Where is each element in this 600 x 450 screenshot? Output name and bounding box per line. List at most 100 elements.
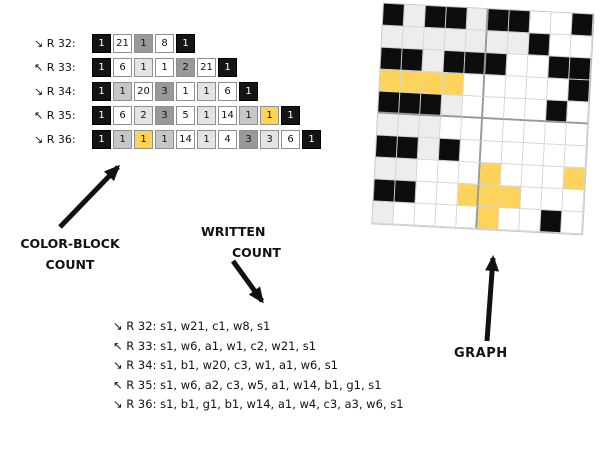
- graph-cell: [508, 10, 531, 34]
- graph-cell: [484, 75, 507, 99]
- graph-cell: [483, 97, 506, 121]
- graph-cell: [523, 121, 546, 145]
- graph-cell: [423, 27, 446, 51]
- color-block: 1: [155, 130, 174, 149]
- color-block: 1: [239, 106, 258, 125]
- graph-cell: [528, 33, 551, 57]
- graph-cell: [500, 164, 523, 188]
- graph-cell: [524, 99, 548, 123]
- arrow-to-written-list-icon: [230, 259, 265, 304]
- graph-cell: [480, 140, 503, 165]
- color-block: 1: [92, 130, 111, 149]
- graph-cell: [561, 211, 584, 235]
- graph-cell: [466, 8, 489, 32]
- graph-cell: [375, 135, 398, 159]
- graph-cell: [542, 166, 565, 190]
- graph-cell: [465, 30, 488, 54]
- graph-cell: [506, 54, 529, 78]
- color-block: 1: [113, 130, 132, 149]
- graph-cell: [402, 26, 425, 50]
- row-direction-and-label: ↖ R 35:: [34, 109, 76, 122]
- written-count-line: ↘ R 32: s1, w21, c1, w8, s1: [113, 319, 271, 333]
- graph-cell: [374, 157, 397, 181]
- color-block: 1: [155, 58, 174, 77]
- graph-cell: [486, 31, 509, 55]
- graph-cell: [477, 206, 500, 230]
- graph-cell: [378, 91, 401, 115]
- written-count-label-line1: WRITTEN: [201, 224, 266, 239]
- color-block: 3: [155, 82, 174, 101]
- arrow-to-color-block-rows-icon: [58, 164, 121, 229]
- graph-cell: [543, 144, 566, 168]
- color-block: 5: [176, 106, 195, 125]
- graph-cell: [442, 72, 465, 96]
- written-count-line: ↘ R 36: s1, b1, g1, b1, w14, a1, w4, c3,…: [113, 397, 404, 411]
- graph-cell: [566, 101, 590, 125]
- graph-cell: [503, 98, 527, 122]
- graph-cell: [463, 73, 486, 98]
- graph-cell: [460, 117, 483, 141]
- graph-cell: [519, 209, 542, 233]
- graph-cell: [379, 69, 402, 93]
- color-block: 3: [155, 106, 174, 125]
- graph-cell: [545, 100, 569, 124]
- color-block: 1: [92, 82, 111, 101]
- written-count-line: ↖ R 35: s1, w6, a2, c3, w5, a1, w14, b1,…: [113, 377, 382, 392]
- color-block: 1: [134, 34, 153, 53]
- graph-cell: [485, 53, 508, 77]
- graph-cell: [382, 3, 405, 27]
- graph-cell: [522, 143, 545, 167]
- graph-cell: [563, 167, 586, 191]
- color-block: 1: [281, 106, 300, 125]
- graph-cell: [458, 161, 481, 185]
- graph-cell: [396, 136, 419, 160]
- color-block: 4: [218, 130, 237, 149]
- graph-cell: [507, 32, 530, 56]
- arrow-to-graph-icon: [484, 255, 500, 342]
- graph-cell: [418, 115, 442, 139]
- graph-cell: [372, 201, 395, 225]
- graph-cell: [462, 95, 485, 119]
- graph-cell: [394, 180, 417, 204]
- graph-cell: [439, 116, 463, 140]
- graph-cell: [417, 137, 440, 161]
- written-count-list: ↘ R 32: s1, w21, c1, w8, s1↖ R 33: s1, w…: [113, 317, 404, 415]
- graph-cell: [381, 25, 404, 49]
- color-block: 6: [218, 82, 237, 101]
- color-block: 1: [218, 58, 237, 77]
- graph-cell: [393, 202, 416, 226]
- graph-cell: [521, 165, 544, 189]
- graph-cell: [397, 114, 421, 138]
- written-count-label-line2: COUNT: [232, 245, 281, 260]
- graph-cell: [562, 189, 585, 213]
- graph-cell: [376, 113, 400, 137]
- color-block: 1: [92, 34, 111, 53]
- written-count-label: WRITTEN COUNT: [201, 221, 281, 263]
- row-direction-and-label: ↖ R 33:: [34, 61, 76, 74]
- row-direction-and-label: ↘ R 36:: [34, 133, 76, 146]
- graph-cell: [550, 12, 573, 36]
- color-block: 1: [239, 82, 258, 101]
- graph-cell: [415, 181, 438, 205]
- graph-cell: [541, 188, 564, 212]
- graph-cell: [571, 13, 594, 37]
- color-block: 14: [176, 130, 195, 149]
- graph-cell: [464, 51, 487, 76]
- graph-cell: [549, 34, 572, 58]
- color-block: 3: [239, 130, 258, 149]
- graph-cell: [501, 142, 524, 166]
- color-block-count-label-line2: COUNT: [45, 257, 95, 272]
- graph-cell: [414, 203, 437, 227]
- graph-cell: [380, 47, 403, 71]
- graph-cell: [420, 93, 443, 117]
- graph-cell: [443, 50, 466, 74]
- color-block: 1: [134, 130, 153, 149]
- graph-cell: [441, 94, 464, 118]
- color-block: 1: [113, 82, 132, 101]
- color-block: 2: [134, 106, 153, 125]
